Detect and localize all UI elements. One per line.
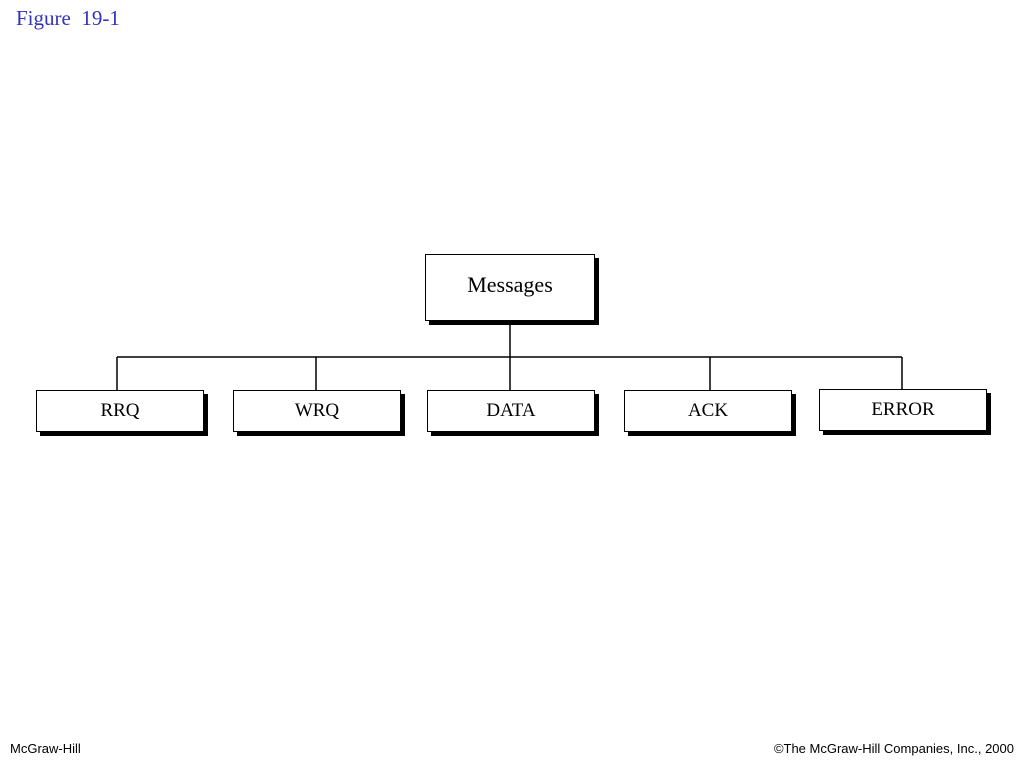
ack-node: ACK	[624, 390, 792, 432]
footer-publisher: McGraw-Hill	[10, 741, 81, 756]
data-node-label: DATA	[486, 400, 536, 421]
messages-node-label: Messages	[467, 272, 553, 297]
ack-node-label: ACK	[687, 400, 729, 421]
figure-title: Figure 19-1	[16, 6, 120, 30]
rrq-node: RRQ	[36, 390, 204, 432]
messages-node: Messages	[425, 254, 595, 321]
data-node: DATA	[427, 390, 595, 432]
wrq-node: WRQ	[233, 390, 401, 432]
footer-copyright: ©The McGraw-Hill Companies, Inc., 2000	[773, 741, 1014, 756]
error-node: ERROR	[819, 389, 987, 431]
wrq-node-label: WRQ	[294, 400, 340, 421]
rrq-node-label: RRQ	[100, 400, 140, 421]
error-node-label: ERROR	[871, 399, 935, 420]
